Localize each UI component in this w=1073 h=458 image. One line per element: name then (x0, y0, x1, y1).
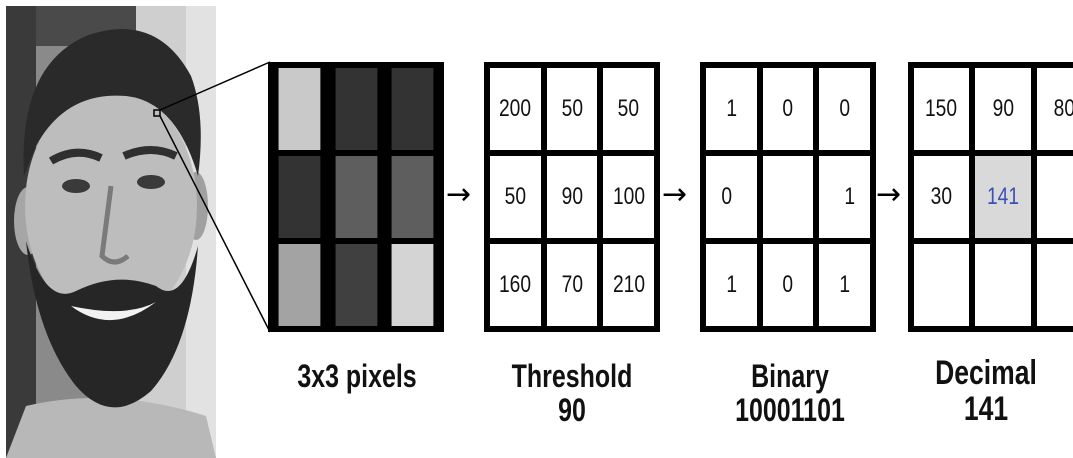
decimal-cell (975, 244, 1031, 326)
threshold-cell: 160 (490, 244, 541, 326)
pixel-cell (335, 156, 377, 238)
decimal-center-cell: 141 (975, 156, 1031, 238)
threshold-grid: 200 50 50 50 90 100 160 70 210 (484, 62, 660, 332)
binary-caption-label: Binary (712, 360, 868, 394)
pixels-caption: 3x3 pixels (262, 360, 452, 394)
decimal-cell: 90 (975, 68, 1031, 150)
pixel-cell (279, 68, 321, 150)
arrow-icon: → (446, 180, 471, 210)
decimal-cell: 30 (914, 156, 969, 238)
threshold-cell: 210 (603, 244, 654, 326)
binary-cell: 1 (706, 244, 757, 326)
threshold-cell: 50 (603, 68, 654, 150)
decimal-grid: 150 90 80 30 141 (908, 62, 1073, 332)
threshold-caption-label: Threshold (494, 360, 650, 394)
binary-cell: 1 (706, 68, 757, 150)
decimal-cell (1037, 244, 1073, 326)
threshold-cell: 70 (547, 244, 598, 326)
binary-cell: 0 (763, 244, 814, 326)
decimal-caption-label: Decimal (919, 356, 1053, 392)
pixel-cell (335, 68, 377, 150)
decimal-cell (914, 244, 969, 326)
binary-cell: 1 (819, 244, 870, 326)
decimal-caption: Decimal 141 (900, 356, 1072, 427)
binary-cell (763, 156, 814, 238)
threshold-cell: 50 (490, 156, 541, 238)
pixel-cell (392, 68, 434, 150)
binary-cell: 0 (763, 68, 814, 150)
threshold-caption: Threshold 90 (472, 360, 672, 427)
binary-cell: 1 (819, 156, 870, 238)
threshold-cell: 200 (490, 68, 541, 150)
pixels-caption-label: 3x3 pixels (283, 360, 431, 394)
pixel-grid (268, 62, 444, 332)
decimal-caption-value: 141 (919, 392, 1053, 428)
binary-grid: 1 0 0 0 1 1 0 1 (700, 62, 876, 332)
threshold-cell: 50 (547, 68, 598, 150)
decimal-cell (1037, 156, 1073, 238)
arrow-icon: → (662, 180, 687, 210)
pixel-cell (392, 244, 434, 326)
binary-cell: 0 (819, 68, 870, 150)
threshold-caption-value: 90 (494, 394, 650, 428)
binary-caption: Binary 10001101 (690, 360, 890, 427)
arrow-icon: → (876, 180, 901, 210)
threshold-cell: 90 (547, 156, 598, 238)
pixel-cell (279, 244, 321, 326)
pixel-cell (335, 244, 377, 326)
decimal-cell: 80 (1037, 68, 1073, 150)
binary-caption-value: 10001101 (712, 394, 868, 428)
decimal-cell: 150 (914, 68, 969, 150)
pixel-cell (392, 156, 434, 238)
binary-cell: 0 (706, 156, 757, 238)
pixel-cell (279, 156, 321, 238)
threshold-cell: 100 (603, 156, 654, 238)
